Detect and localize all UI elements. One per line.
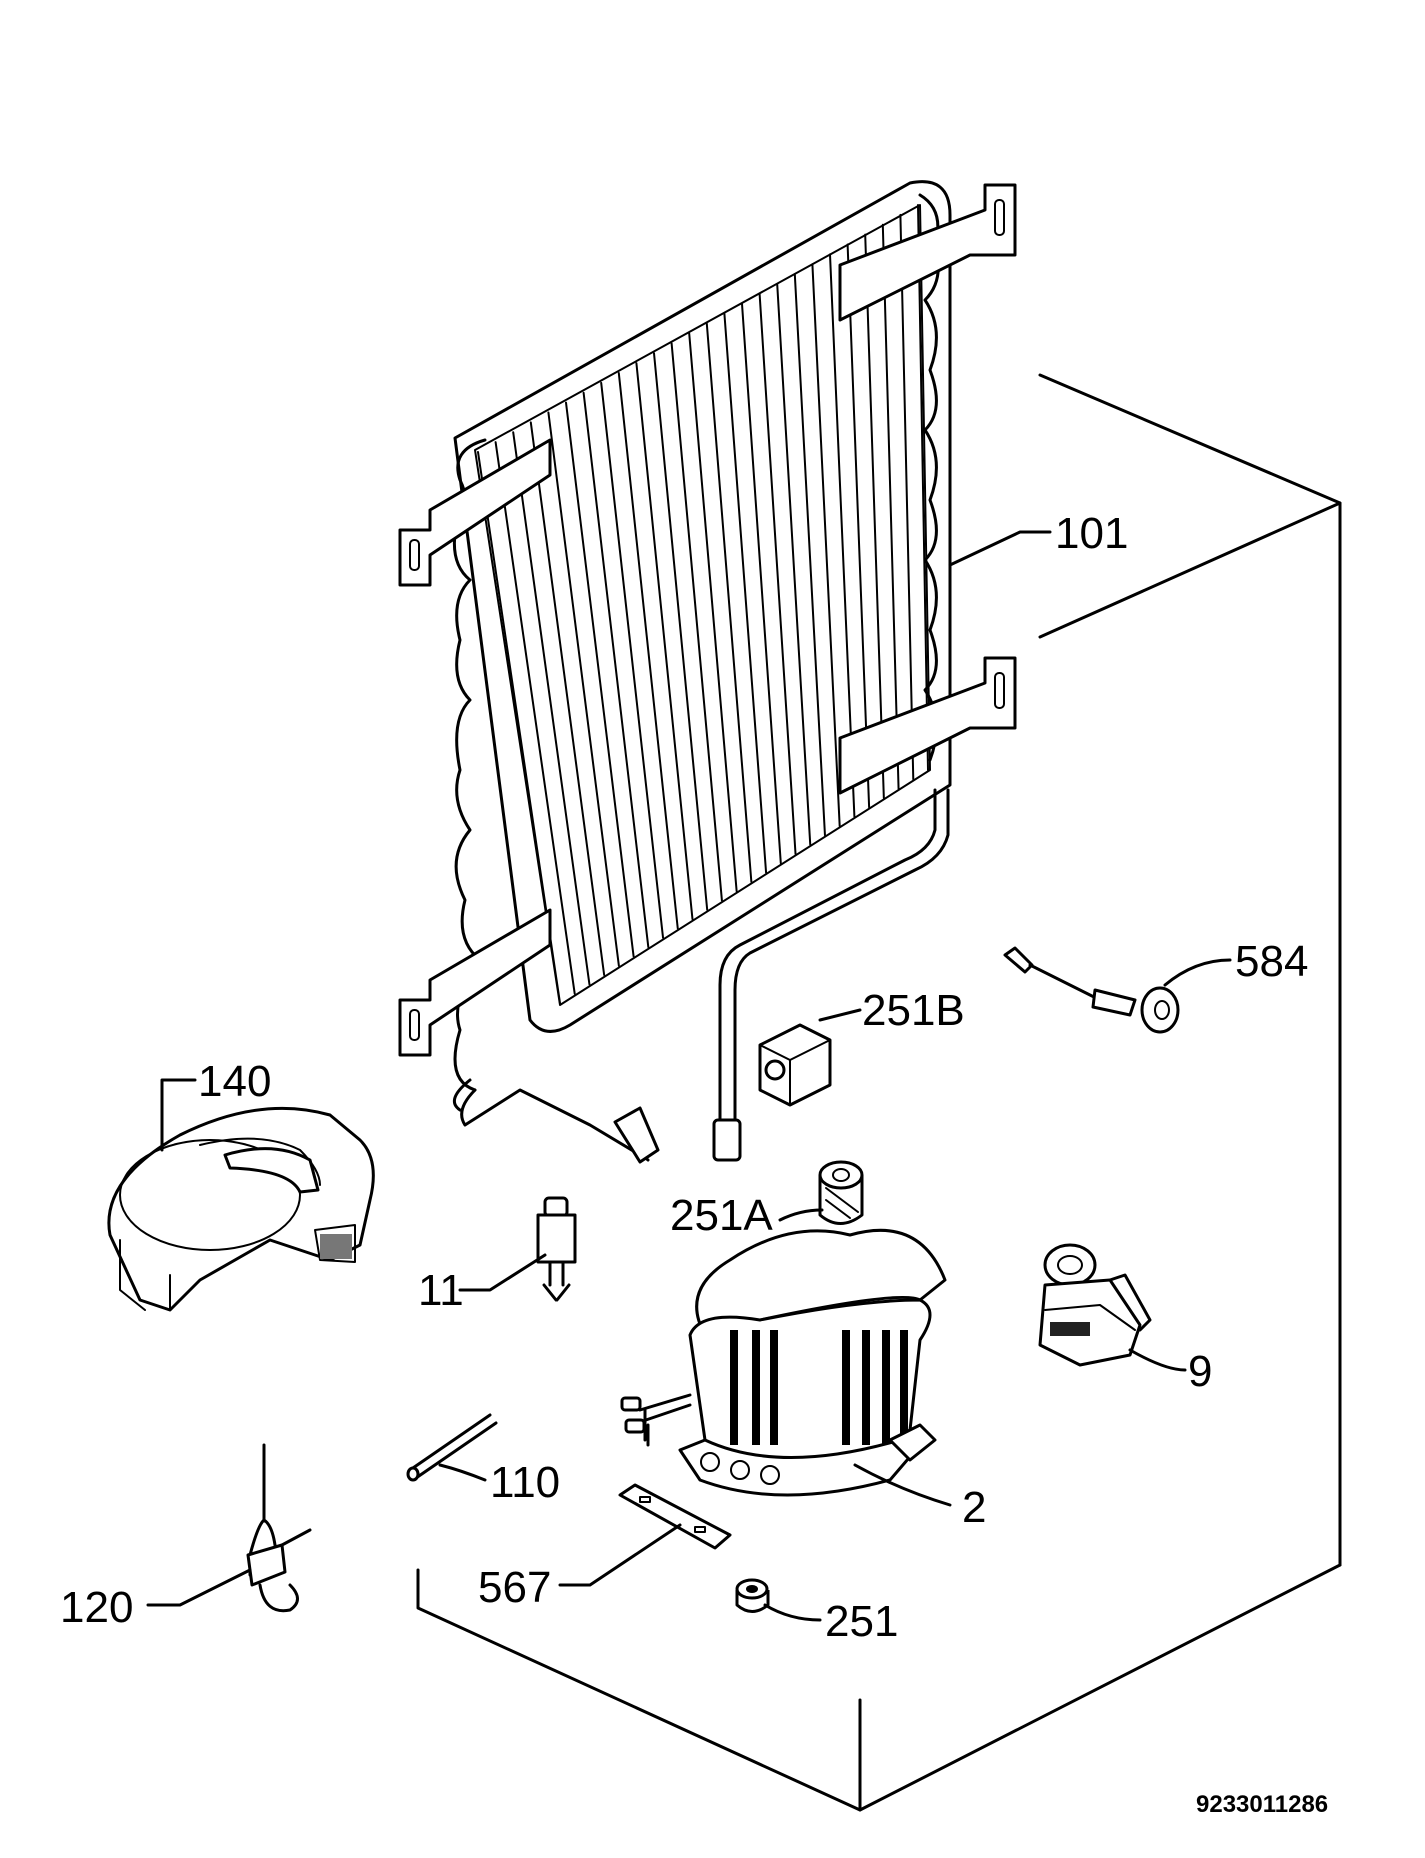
condenser-wire <box>600 381 665 939</box>
label-110: 110 <box>490 1458 560 1507</box>
condenser-wire <box>565 401 635 958</box>
condenser-wire <box>547 411 620 967</box>
part-labels: 101 584 251B 140 251A 11 9 110 2 567 120… <box>60 509 1328 1818</box>
compressor-stripe <box>862 1330 870 1445</box>
compressor-stripe <box>730 1330 738 1445</box>
condenser-wire <box>705 322 753 883</box>
condenser-wire <box>829 253 856 818</box>
label-2: 2 <box>962 1483 986 1532</box>
leader-lines <box>146 530 1232 1622</box>
compressor-stripe <box>900 1330 908 1445</box>
label-120: 120 <box>60 1583 133 1632</box>
condenser-wire <box>512 431 591 986</box>
label-101: 101 <box>1055 509 1128 558</box>
compressor-stripe <box>752 1330 760 1445</box>
condenser-wire <box>635 362 694 921</box>
cabinet-outline <box>416 373 1342 1812</box>
rod-110 <box>406 1413 498 1482</box>
grommet-251B <box>758 1023 832 1107</box>
compressor-stripe <box>882 1330 890 1445</box>
condenser-wire <box>776 283 812 846</box>
condenser-wire <box>758 292 797 855</box>
condenser-wire <box>811 263 841 827</box>
relay-11 <box>536 1196 577 1302</box>
label-584: 584 <box>1235 937 1308 986</box>
label-11: 11 <box>418 1266 464 1315</box>
relay-clip-9 <box>1038 1243 1152 1367</box>
condenser-wire <box>917 204 929 771</box>
plate-567 <box>618 1483 732 1550</box>
compressor-stripe <box>770 1330 778 1445</box>
condenser-wire <box>582 391 650 949</box>
condenser-wire <box>864 233 885 799</box>
dryer-120 <box>246 1443 312 1613</box>
sensor-584 <box>1003 946 1180 1034</box>
grommet-251A <box>818 1160 864 1225</box>
condenser-wire <box>529 421 606 977</box>
condenser-wire <box>494 441 576 995</box>
condenser-wires <box>477 204 929 1004</box>
condenser-wire <box>846 243 871 809</box>
label-9: 9 <box>1188 1347 1212 1396</box>
label-567: 567 <box>478 1563 551 1612</box>
drip-tray-140 <box>107 1106 375 1312</box>
grommet-251 <box>735 1578 770 1613</box>
condenser-wire <box>741 302 782 865</box>
condenser-wire <box>688 332 738 893</box>
document-number: 9233011286 <box>1196 1791 1328 1818</box>
compressor-stripe <box>842 1330 850 1445</box>
label-251: 251 <box>825 1597 898 1646</box>
condenser-wire <box>899 213 915 781</box>
condenser-wire <box>723 312 768 874</box>
condenser-wire <box>653 352 709 911</box>
condenser-wire <box>617 371 679 930</box>
condenser-wire <box>670 342 723 902</box>
label-140: 140 <box>198 1057 271 1106</box>
condenser-wire <box>881 223 900 790</box>
compressor-stripes <box>730 1330 908 1445</box>
compressor-2 <box>620 1228 947 1497</box>
label-251B: 251B <box>862 986 965 1035</box>
condenser <box>398 180 1017 1164</box>
label-251A: 251A <box>670 1191 773 1240</box>
condenser-wire <box>793 273 826 837</box>
